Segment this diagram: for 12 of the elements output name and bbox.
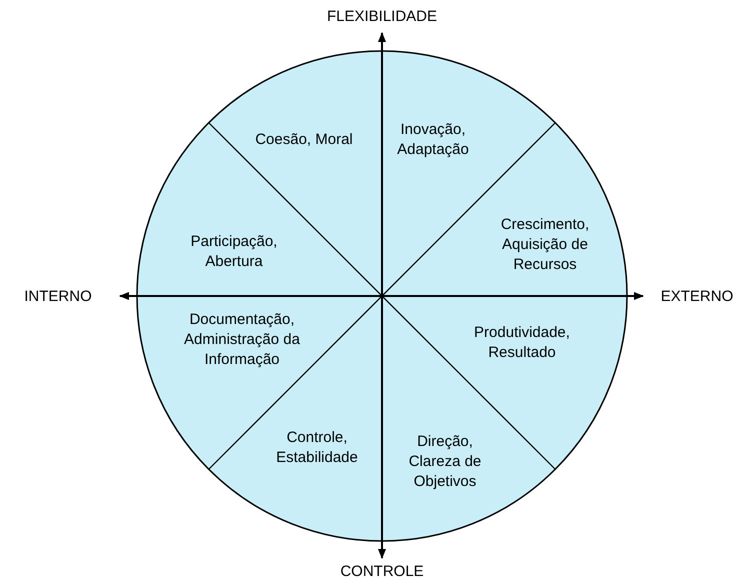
sector-label: Documentação, Administração da Informação xyxy=(183,310,301,370)
axis-label: FLEXIBILIDADE xyxy=(326,7,438,27)
axis-label: CONTROLE xyxy=(339,562,425,582)
sector-label: Participação, Abertura xyxy=(190,232,278,272)
sector-label: Crescimento, Aquisição de Recursos xyxy=(500,215,590,275)
sector-label: Direção, Clareza de Objetivos xyxy=(408,432,482,492)
sector-label: Inovação, Adaptação xyxy=(396,120,470,160)
sector-label: Controle, Estabilidade xyxy=(275,428,359,468)
axis-label: EXTERNO xyxy=(660,287,734,307)
sector-label: Coesão, Moral xyxy=(254,130,354,150)
sector-label: Produtividade, Resultado xyxy=(473,323,571,363)
axis-label: INTERNO xyxy=(23,287,93,307)
